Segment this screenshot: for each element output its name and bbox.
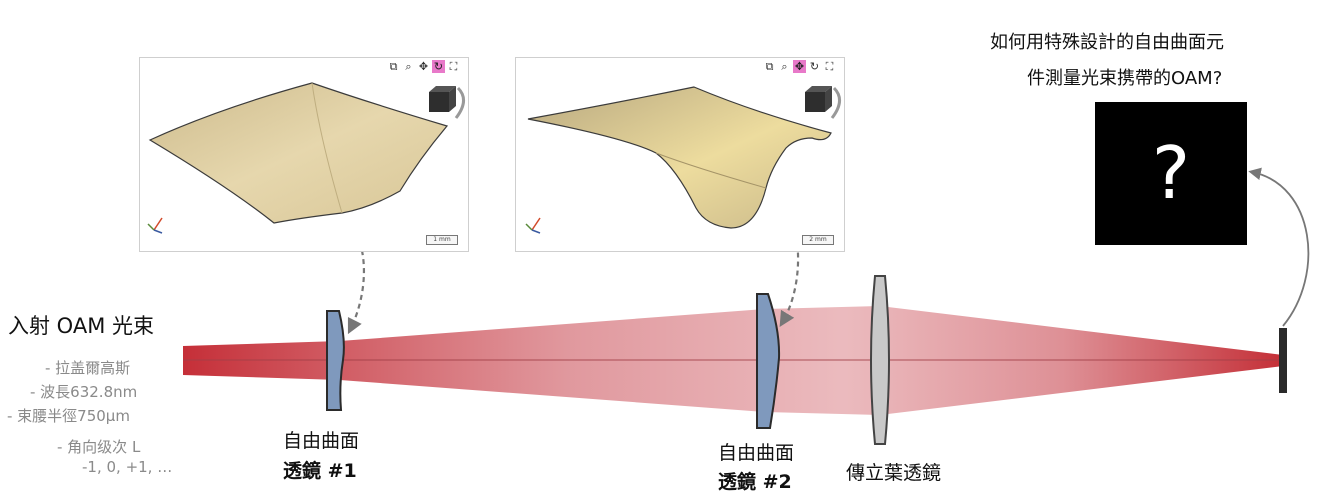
view-toolbar-1: ⧉ ⌕ ✥↻ ⛶ (387, 60, 460, 73)
question-line1: 如何用特殊設計的自由曲面元 (990, 32, 1224, 53)
fourier-lens (870, 275, 890, 445)
beam-param-order: - 角向级次 L (57, 438, 141, 456)
freeform-lens-1 (326, 310, 345, 411)
rotate-icon[interactable]: ↻ (432, 60, 445, 73)
zoom-icon[interactable]: ⌕ (781, 60, 788, 73)
freeform-lens-2 (756, 293, 781, 429)
beam-param-waist: - 束腰半徑750μm (7, 407, 130, 425)
detector (1279, 328, 1287, 393)
axis-triad-1-icon (147, 217, 163, 234)
zoom-box-icon[interactable]: ⧉ (765, 60, 774, 73)
lens2-label-line1: 自由曲面 (718, 442, 795, 464)
scale-bar-2: 2 mm (802, 235, 834, 245)
lens2-label-line2: 透鏡 #2 (718, 471, 792, 493)
fourier-lens-label: 傳立葉透鏡 (846, 462, 942, 484)
fullscreen-icon[interactable]: ⛶ (825, 60, 834, 73)
view-cube-1-icon (429, 86, 465, 119)
view-cube-2-icon (805, 86, 841, 119)
beam-title: 入射 OAM 光束 (8, 314, 154, 338)
pan-icon[interactable]: ✥ (793, 60, 806, 73)
arrow-surface2-to-lens2 (770, 187, 800, 327)
zoom-icon[interactable]: ⌕ (405, 60, 412, 73)
freeform-surface-2 (525, 86, 841, 234)
zoom-box-icon[interactable]: ⧉ (389, 60, 398, 73)
rotate-icon[interactable]: ↻ (809, 60, 820, 73)
scale-bar-1: 1 mm (426, 235, 458, 245)
unknown-output-box: ? (1095, 102, 1247, 245)
surface-view-panel-1: ⧉ ⌕ ✥↻ ⛶ 1 mm (139, 57, 469, 252)
beam-param-type: - 拉盖爾高斯 (45, 359, 131, 377)
fullscreen-icon[interactable]: ⛶ (449, 60, 458, 73)
beam-param-wavelength: - 波長632.8nm (30, 383, 138, 401)
arrow-detector-to-question (1248, 167, 1310, 327)
lens1-label-line1: 自由曲面 (283, 430, 360, 452)
lens1-label-line2: 透鏡 #1 (283, 460, 357, 482)
surface-view-panel-2: ⧉ ⌕ ✥↻ ⛶ 2 mm (515, 57, 845, 252)
freeform-surface-1 (147, 82, 465, 234)
question-line2: 件測量光束携帶的OAM? (1027, 68, 1223, 89)
axis-triad-2-icon (525, 217, 541, 234)
view-toolbar-2: ⧉ ⌕ ✥↻ ⛶ (763, 60, 836, 73)
beam-param-order-values: -1, 0, +1, … (82, 458, 173, 476)
pan-icon[interactable]: ✥ (418, 60, 429, 73)
